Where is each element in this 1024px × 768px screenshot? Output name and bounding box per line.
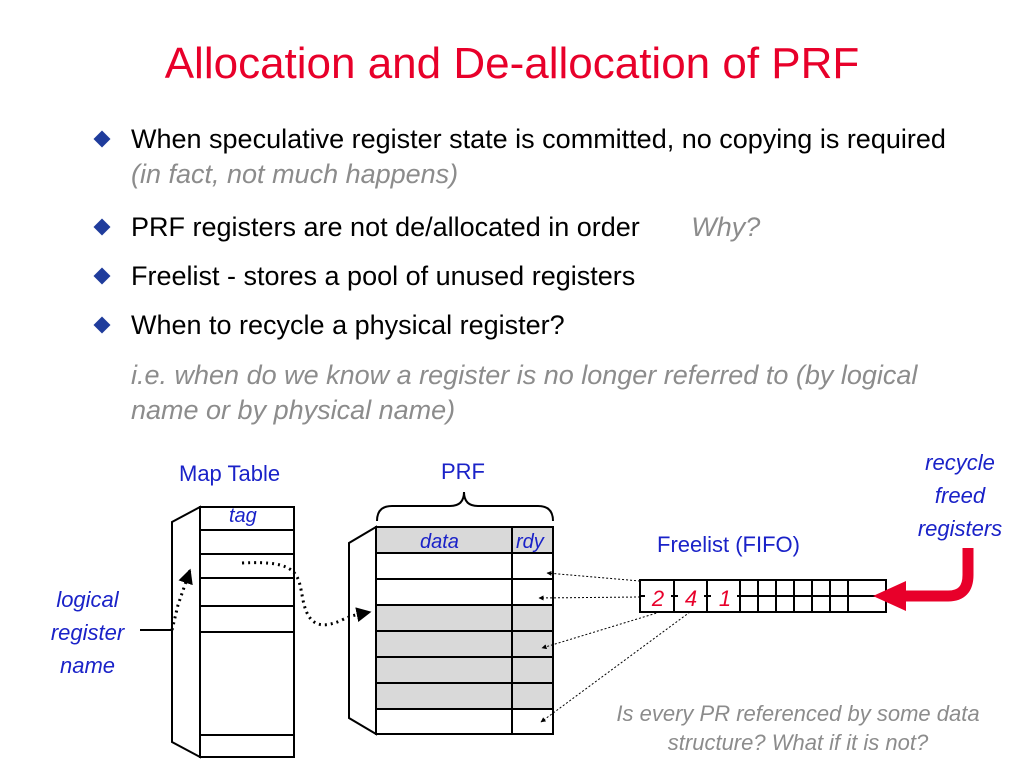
freelist-pointers bbox=[538, 570, 691, 723]
decoder-select-arrow bbox=[170, 568, 193, 631]
map-to-prf-link bbox=[241, 561, 372, 627]
prf-label: PRF bbox=[441, 459, 485, 484]
freelist: 2 4 1 bbox=[639, 579, 887, 613]
recycle-label: recycle freed registers bbox=[917, 450, 1003, 541]
prf-brace bbox=[376, 491, 554, 522]
logical-register-label: logical register name bbox=[50, 587, 125, 678]
tag-label: tag bbox=[229, 505, 257, 527]
bullet-2-text: PRF registers are not de/allocated in or… bbox=[131, 212, 640, 242]
bullet-2: PRF registers are not de/allocated in or… bbox=[93, 210, 956, 245]
freelist-label: Freelist (FIFO) bbox=[657, 532, 800, 557]
recycle-arrow-icon bbox=[904, 548, 974, 602]
freelist-entry: 4 bbox=[685, 586, 697, 611]
bullet-2-aside: Why? bbox=[691, 212, 761, 242]
rdy-column-label: rdy bbox=[516, 531, 544, 553]
freelist-entry: 1 bbox=[719, 586, 731, 611]
prf-decoder bbox=[348, 525, 377, 736]
question-text: Is every PR referenced by some data stru… bbox=[616, 701, 980, 755]
bullet-1: When speculative register state is commi… bbox=[93, 122, 956, 192]
freelist-entry: 2 bbox=[651, 586, 664, 611]
map-table-label: Map Table bbox=[179, 461, 281, 486]
data-column-label: data bbox=[420, 531, 459, 553]
prf-table bbox=[348, 491, 554, 736]
map-table-decoder bbox=[171, 505, 201, 759]
slide-title: Allocation and De-allocation of PRF bbox=[164, 39, 860, 88]
recycle-note: i.e. when do we know a register is no lo… bbox=[131, 360, 918, 426]
bullet-3-text: Freelist - stores a pool of unused regis… bbox=[131, 261, 636, 291]
recycle-arrowhead-icon bbox=[873, 581, 906, 611]
bullet-4-text: When to recycle a physical register? bbox=[131, 310, 565, 340]
map-table bbox=[171, 505, 295, 759]
bullet-4: When to recycle a physical register? bbox=[93, 308, 956, 343]
bullet-3: Freelist - stores a pool of unused regis… bbox=[93, 259, 956, 294]
bullet-1-text: When speculative register state is commi… bbox=[131, 124, 946, 154]
bullet-1-aside: (in fact, not much happens) bbox=[131, 159, 459, 190]
